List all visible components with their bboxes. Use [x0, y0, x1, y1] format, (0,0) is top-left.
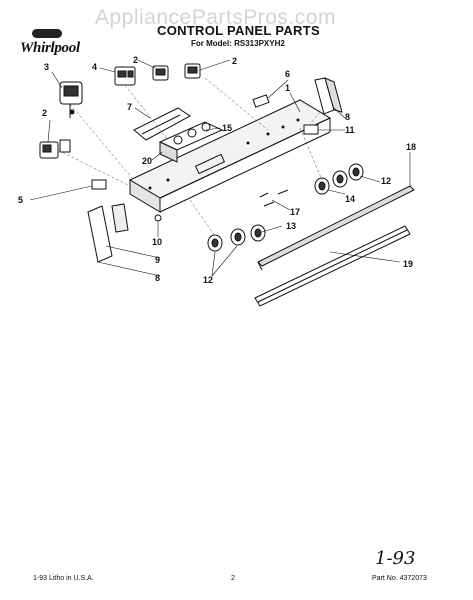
- callout-10: 10: [152, 237, 162, 247]
- part-5-switch: [91, 179, 107, 190]
- part-2-switch-left: [39, 139, 71, 159]
- part-8-bracket-right: [314, 77, 343, 115]
- callout-4: 4: [92, 62, 97, 72]
- part-11-block: [303, 124, 319, 135]
- callout-5: 5: [18, 195, 23, 205]
- callout-11: 11: [345, 125, 355, 135]
- part-9-bracket-left: [87, 203, 129, 263]
- part-4-switch-block: [114, 66, 136, 86]
- callout-labels: 3 4 2 2 2 7 6 1 8 11 15 20 18 12 14 17 1…: [18, 55, 416, 285]
- knob-left-1: [207, 234, 223, 252]
- alignment-lines: [57, 77, 323, 237]
- callout-2-top-a: 2: [133, 55, 138, 65]
- knob-left-2: [230, 228, 246, 246]
- panel-window: [194, 153, 226, 175]
- model-number: For Model: RS313PXYH2: [191, 39, 285, 48]
- part-18-trim-rail: [257, 185, 415, 271]
- brand-seal-icon: [32, 29, 62, 38]
- panel-holes: [148, 118, 300, 190]
- knob-right-3: [348, 163, 364, 181]
- callout-3: 3: [44, 62, 49, 72]
- diagram-title: CONTROL PANEL PARTS: [157, 23, 320, 38]
- footer-litho: 1-93 Litho in U.S.A.: [33, 575, 94, 582]
- callout-1: 1: [285, 83, 290, 93]
- callout-20: 20: [142, 156, 152, 166]
- callout-17: 17: [290, 207, 300, 217]
- callout-12-right: 12: [381, 176, 391, 186]
- callout-15: 15: [222, 123, 232, 133]
- footer-part-number: Part No. 4372073: [372, 575, 427, 582]
- part-19-trim-rail: [254, 225, 411, 307]
- knob-left-3: [250, 224, 266, 242]
- knob-right-2: [332, 170, 348, 188]
- callout-8-right: 8: [345, 112, 350, 122]
- knobs-left: [207, 224, 266, 252]
- callout-19: 19: [403, 259, 413, 269]
- knobs-right: [314, 163, 364, 195]
- callout-6: 6: [285, 69, 290, 79]
- callout-8-left: 8: [155, 273, 160, 283]
- part-2-switch-top-b: [184, 63, 201, 79]
- callout-18: 18: [406, 142, 416, 152]
- brand-logo: Whirlpool: [20, 40, 80, 56]
- callout-14: 14: [345, 194, 355, 204]
- part-3-switch: [59, 81, 83, 118]
- part-6-clip: [252, 94, 270, 108]
- callout-2-top-b: 2: [232, 56, 237, 66]
- callout-13: 13: [286, 221, 296, 231]
- part-2-switch-top-a: [152, 65, 169, 81]
- part-17-shafts: [259, 189, 289, 207]
- callout-12-left: 12: [203, 275, 213, 285]
- knob-right-1: [314, 177, 330, 195]
- watermark-text: AppliancePartsPros.com: [95, 6, 336, 29]
- part-7-bracket: [133, 107, 191, 141]
- part-15-module: [158, 121, 224, 163]
- part-10-screw: [154, 214, 162, 222]
- handwritten-note: 1-93: [375, 548, 416, 569]
- callout-9: 9: [155, 255, 160, 265]
- callout-7: 7: [127, 102, 132, 112]
- leader-lines: [29, 59, 411, 277]
- callout-2-left: 2: [42, 108, 47, 118]
- footer-page-number: 2: [231, 575, 235, 582]
